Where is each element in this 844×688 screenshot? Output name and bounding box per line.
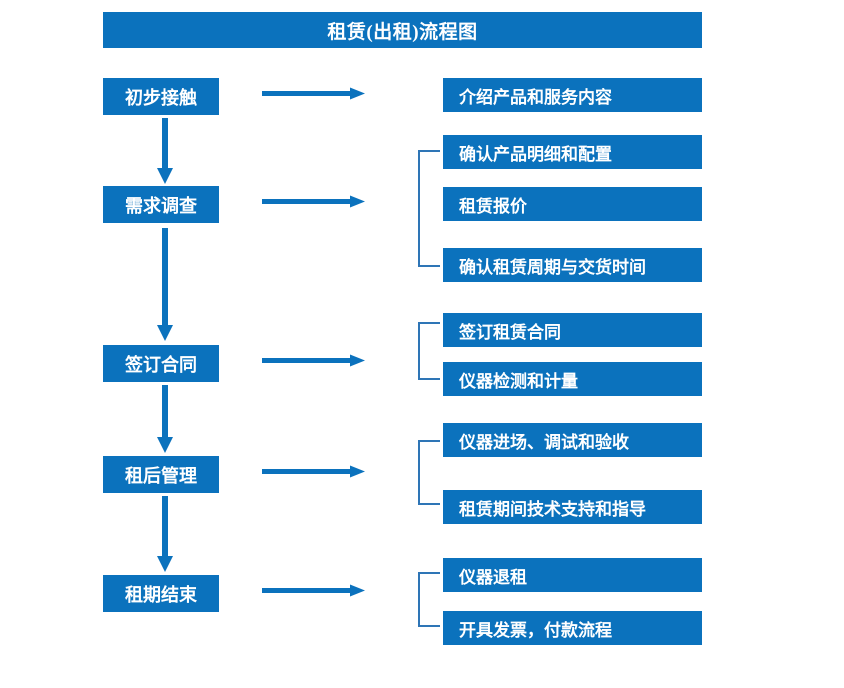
vertical-arrow-3 <box>155 385 175 453</box>
detail-box-3[interactable]: 租赁报价 <box>443 187 702 221</box>
vertical-arrow-2 <box>155 228 175 341</box>
group-bracket-1 <box>418 150 440 267</box>
horizontal-arrow-5 <box>262 584 365 598</box>
stage-box-1[interactable]: 初步接触 <box>103 78 219 115</box>
group-bracket-2 <box>418 322 440 380</box>
detail-box-5[interactable]: 签订租赁合同 <box>443 313 702 347</box>
group-bracket-3 <box>418 440 440 505</box>
detail-box-6[interactable]: 仪器检测和计量 <box>443 362 702 396</box>
horizontal-arrow-2 <box>262 195 365 209</box>
stage-box-4[interactable]: 租后管理 <box>103 456 219 493</box>
detail-box-10[interactable]: 开具发票，付款流程 <box>443 611 702 645</box>
vertical-arrow-4 <box>155 496 175 572</box>
horizontal-arrow-3 <box>262 354 365 368</box>
detail-box-7[interactable]: 仪器进场、调试和验收 <box>443 423 702 457</box>
page-title: 租赁(出租)流程图 <box>103 12 702 48</box>
stage-box-3[interactable]: 签订合同 <box>103 345 219 382</box>
horizontal-arrow-4 <box>262 465 365 479</box>
detail-box-2[interactable]: 确认产品明细和配置 <box>443 135 702 169</box>
horizontal-arrow-1 <box>262 87 365 101</box>
stage-box-5[interactable]: 租期结束 <box>103 575 219 612</box>
detail-box-1[interactable]: 介绍产品和服务内容 <box>443 78 702 112</box>
detail-box-8[interactable]: 租赁期间技术支持和指导 <box>443 490 702 524</box>
vertical-arrow-1 <box>155 118 175 184</box>
detail-box-9[interactable]: 仪器退租 <box>443 558 702 592</box>
detail-box-4[interactable]: 确认租赁周期与交货时间 <box>443 248 702 282</box>
stage-box-2[interactable]: 需求调查 <box>103 186 219 223</box>
group-bracket-4 <box>418 572 440 627</box>
